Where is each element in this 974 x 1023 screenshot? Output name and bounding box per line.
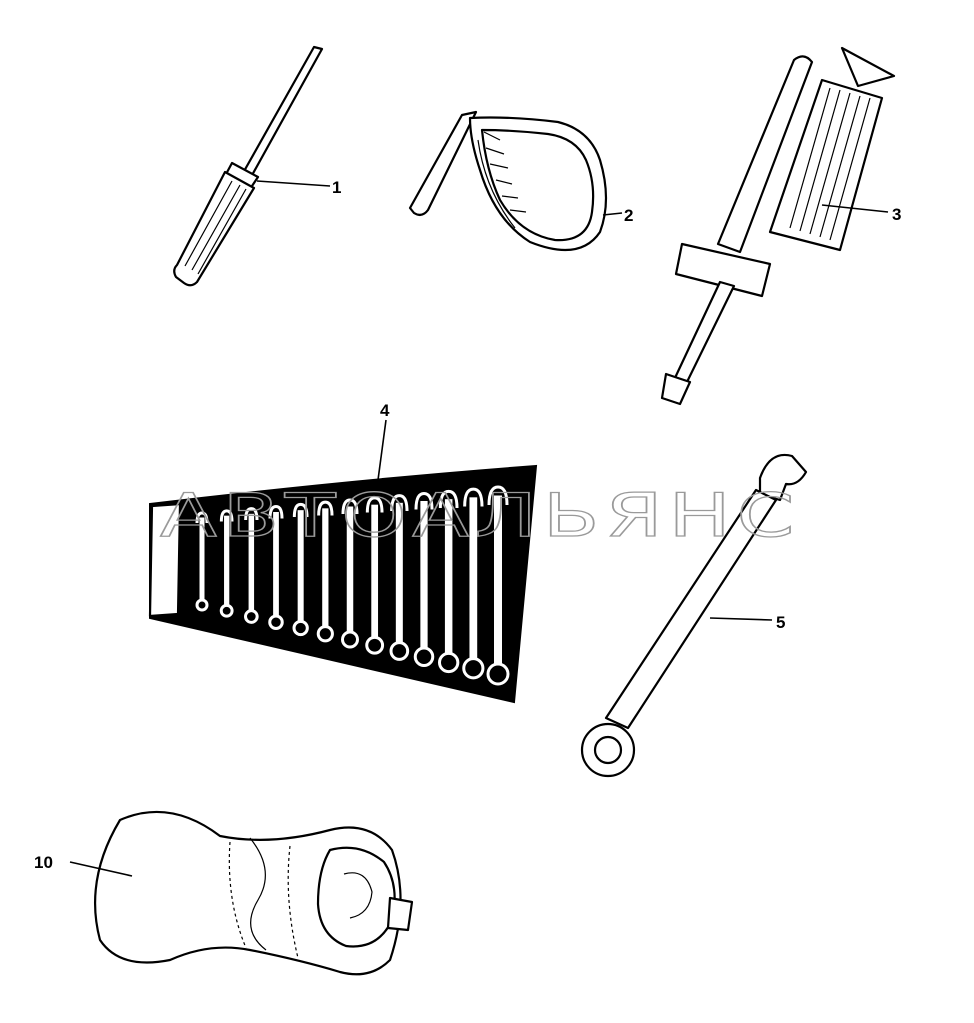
callout-leader-4 [377, 419, 387, 481]
combination-wrench-illustration [580, 453, 808, 778]
callout-10: 10 [34, 853, 53, 872]
wrench-set-item [268, 504, 284, 630]
wrench-set-items [195, 485, 510, 686]
watermark-text: АВТОАЛЬЯНС [160, 481, 800, 551]
callout-leader-3 [821, 204, 889, 213]
callout-leader-1 [256, 180, 331, 187]
callout-1: 1 [332, 178, 341, 197]
callout-leader-2 [602, 212, 623, 216]
callout-leader-5 [709, 617, 773, 621]
callout-4: 4 [380, 401, 390, 420]
callout-leader-10 [69, 861, 133, 877]
wrench-set-item [389, 494, 410, 661]
tool-bag-illustration [94, 810, 414, 976]
wrench-set-item [292, 502, 309, 637]
wrench-set-item [316, 500, 334, 643]
wrench-set-item [341, 498, 359, 649]
wrench-set-item [413, 491, 435, 667]
screwdriver-illustration [173, 45, 324, 287]
callout-5: 5 [776, 613, 785, 632]
callout-3: 3 [892, 205, 901, 224]
wrench-set-illustration [148, 464, 538, 704]
wrench-set-item [438, 489, 460, 674]
wrench-set-item [219, 509, 234, 618]
callout-2: 2 [624, 206, 633, 225]
wrench-set-item [195, 511, 209, 612]
grease-gun-illustration [660, 46, 896, 406]
filter-wrench-illustration [408, 110, 608, 252]
wrench-set-item [462, 487, 485, 680]
wrench-set-item [365, 496, 385, 655]
wrench-set-item [244, 507, 259, 624]
wrench-set-item [486, 485, 510, 686]
